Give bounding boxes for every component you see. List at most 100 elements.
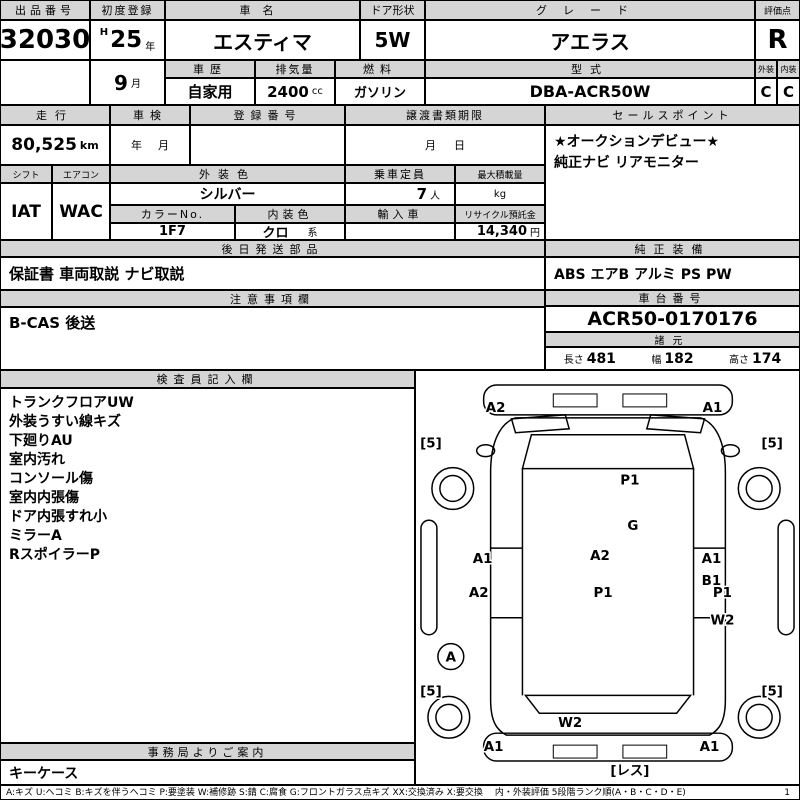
circled-mark-shape bbox=[437, 642, 465, 671]
damage-label-right-door: B1 bbox=[702, 574, 722, 589]
max-load-cell: kg bbox=[455, 183, 545, 205]
transfer-deadline-label: 譲渡書類期限 bbox=[345, 105, 545, 125]
later-parts-label: 後日発送部品 bbox=[0, 240, 545, 257]
model-code-value: DBA-ACR50W bbox=[425, 78, 755, 105]
color-number-value: 1F7 bbox=[110, 223, 235, 240]
height-label: 高さ bbox=[729, 354, 750, 366]
side-molding-right-shape bbox=[777, 519, 795, 636]
vehicle-diagram-cell: A2 A1 [5] [5] P1 G A1 A2 A1 B1 A2 P1 P1 … bbox=[415, 370, 800, 785]
caution-label: 注意事項欄 bbox=[0, 290, 545, 307]
office-info-label: 事務局よりご案内 bbox=[0, 743, 415, 760]
sales-point-label: セールスポイント bbox=[545, 105, 800, 125]
recycle-deposit-label: リサイクル預託金 bbox=[455, 205, 545, 223]
damage-label-rear-gate: W2 bbox=[558, 716, 582, 731]
transfer-deadline-cell: 月 日 bbox=[345, 125, 545, 165]
door-shape-label: ドア形状 bbox=[360, 0, 425, 20]
damage-label-front-bumper-left: A2 bbox=[486, 401, 506, 416]
rear-bumper-shape bbox=[482, 732, 734, 762]
wheel-front-right-rim bbox=[745, 474, 773, 503]
exterior-color-label: 外装色 bbox=[110, 165, 345, 183]
displacement-cell: 2400 cc bbox=[255, 78, 335, 105]
inspector-note: 外装うすい線キズ bbox=[9, 414, 121, 430]
inspection-year-unit: 年 bbox=[131, 139, 142, 152]
first-registration-year-unit: 年 bbox=[145, 42, 156, 53]
registration-number-value bbox=[190, 125, 345, 165]
exterior-score-value: C bbox=[755, 78, 777, 105]
damage-label-roof-center: A2 bbox=[590, 549, 610, 564]
damage-label-front-bumper-right: A1 bbox=[703, 401, 723, 416]
tire-grade-rear-right: [5] bbox=[761, 684, 783, 699]
registration-number-label: 登録番号 bbox=[190, 105, 345, 125]
score-label: 評価点 bbox=[755, 0, 800, 20]
displacement-label: 排気量 bbox=[255, 60, 335, 78]
damage-label-roof-rear: P1 bbox=[593, 586, 612, 601]
capacity-value: 7 bbox=[416, 185, 427, 203]
inspector-note: 室内汚れ bbox=[9, 452, 65, 468]
first-registration-era: H bbox=[99, 27, 109, 38]
recycle-deposit-unit: 円 bbox=[530, 228, 540, 239]
first-registration-year-cell: H 25 年 bbox=[90, 20, 165, 60]
page-number: 1 bbox=[784, 787, 790, 798]
interior-color-value: クロ bbox=[262, 226, 289, 240]
inspector-note: RスポイラーP bbox=[9, 547, 101, 563]
car-body-outline bbox=[489, 417, 727, 736]
legend-bar: A:キズ U:ヘコミ B:キズを伴うヘコミ P:要塗装 W:補修跡 S:錆 C:… bbox=[0, 785, 800, 800]
exterior-score-label: 外装 bbox=[755, 60, 777, 78]
width-label: 幅 bbox=[651, 354, 662, 366]
legend-damage-codes: A:キズ U:ヘコミ B:キズを伴うヘコミ P:要塗装 W:補修跡 S:錆 C:… bbox=[6, 787, 483, 798]
damage-label-right-rear-door: P1 bbox=[713, 586, 732, 601]
auction-number-label: 出品番号 bbox=[0, 0, 90, 20]
capacity-cell: 7 人 bbox=[345, 183, 455, 205]
dimensions-label: 諸元 bbox=[545, 332, 800, 347]
door-shape-value: 5W bbox=[360, 20, 425, 60]
caution-value: B-CAS 後送 bbox=[0, 307, 545, 370]
capacity-unit: 人 bbox=[430, 190, 440, 202]
inspector-note: 室内内張傷 bbox=[9, 490, 79, 506]
aircon-value: WAC bbox=[52, 183, 110, 240]
wheel-front-left-rim bbox=[439, 474, 467, 503]
score-value: R bbox=[755, 20, 800, 60]
chassis-number-label: 車台番号 bbox=[545, 290, 800, 306]
tire-grade-front-right: [5] bbox=[761, 437, 783, 452]
wheel-front-left bbox=[431, 466, 475, 511]
wheel-rear-right bbox=[737, 695, 781, 739]
front-bumper-shape bbox=[482, 384, 734, 416]
windshield-shape bbox=[521, 433, 695, 470]
length-value: 481 bbox=[586, 350, 616, 367]
damage-label-rear-note: [レス] bbox=[610, 764, 649, 779]
first-registration-month: 9 bbox=[114, 70, 128, 95]
displacement-value: 2400 bbox=[267, 82, 309, 101]
mileage-unit: km bbox=[79, 138, 99, 152]
damage-label-roof-front: G bbox=[627, 519, 638, 534]
damage-label-left-front-door: A1 bbox=[473, 552, 493, 567]
interior-score-value: C bbox=[777, 78, 800, 105]
damage-label-rear-bumper-left: A1 bbox=[484, 740, 504, 755]
aircon-label: エアコン bbox=[52, 165, 110, 183]
damage-label-right-front-door: A1 bbox=[702, 552, 722, 567]
recycle-deposit-cell: 14,340 円 bbox=[455, 223, 545, 240]
damage-label-windshield: P1 bbox=[620, 473, 639, 488]
shift-label: シフト bbox=[0, 165, 52, 183]
import-car-label: 輸入車 bbox=[345, 205, 455, 223]
fuel-label: 燃料 bbox=[335, 60, 425, 78]
inspection-label: 車検 bbox=[110, 105, 190, 125]
inspector-note: ドア内張すれ小 bbox=[9, 509, 107, 525]
wheel-rear-right-rim bbox=[745, 703, 773, 731]
rear-plate-right-shape bbox=[622, 744, 668, 759]
height-value: 174 bbox=[752, 350, 782, 367]
width-value: 182 bbox=[664, 350, 694, 367]
wheel-front-right bbox=[737, 466, 781, 511]
rear-plate-left-shape bbox=[552, 744, 598, 759]
vehicle-damage-diagram: A2 A1 [5] [5] P1 G A1 A2 A1 B1 A2 P1 P1 … bbox=[419, 384, 795, 780]
capacity-label: 乗車定員 bbox=[345, 165, 455, 183]
mileage-cell: 80,525 km bbox=[0, 125, 110, 165]
auction-number-value: 32030 bbox=[0, 20, 90, 60]
damage-label-right-quarter: W2 bbox=[710, 614, 734, 629]
recycle-deposit-value: 14,340 bbox=[476, 224, 527, 239]
tire-grade-rear-left: [5] bbox=[420, 684, 442, 699]
rear-window-shape bbox=[523, 694, 693, 715]
inspector-note: 下廻りAU bbox=[9, 433, 73, 449]
